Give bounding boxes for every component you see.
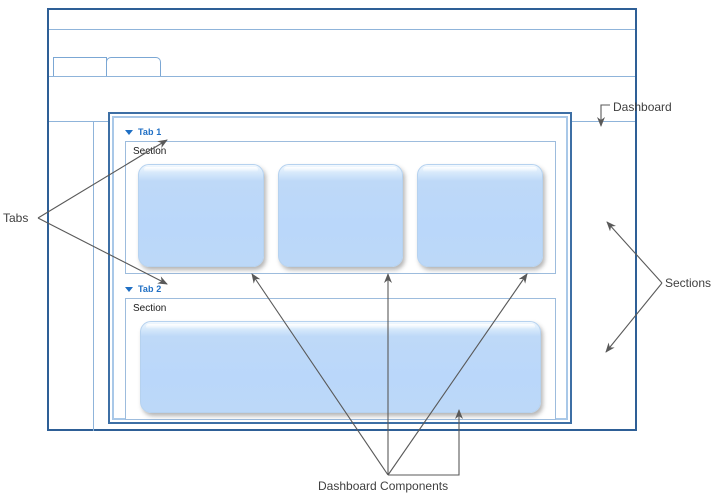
dashboard-tab-1[interactable]: Tab 1 bbox=[120, 124, 560, 140]
dashboard-tab-2[interactable]: Tab 2 bbox=[120, 281, 560, 297]
dashboard-component[interactable] bbox=[417, 164, 544, 267]
tab-strip-divider bbox=[49, 76, 635, 77]
dashboard-container: Tab 1 Section Tab 2 Se bbox=[108, 112, 572, 424]
dashboard-tab-1-label: Tab 1 bbox=[138, 127, 162, 137]
triangle-down-icon bbox=[125, 286, 133, 292]
title-bar-divider bbox=[49, 29, 635, 30]
section-1-label: Section bbox=[133, 146, 167, 157]
annotation-sections-label: Sections bbox=[665, 276, 712, 290]
triangle-down-icon bbox=[125, 129, 133, 135]
dashboard-component[interactable] bbox=[140, 321, 541, 413]
section-2-component-row bbox=[126, 321, 555, 413]
dashboard-tab-2-label: Tab 2 bbox=[138, 284, 162, 294]
left-panel-divider bbox=[93, 121, 94, 431]
annotation-components-label: Dashboard Components bbox=[318, 479, 449, 493]
dashboard-inner-frame: Tab 1 Section Tab 2 Se bbox=[112, 116, 568, 420]
dashboard-tab-pane-2: Tab 2 Section bbox=[120, 281, 560, 420]
dashboard-tab-pane-1: Tab 1 Section bbox=[120, 124, 560, 274]
section-2-label: Section bbox=[133, 303, 167, 314]
section-1: Section bbox=[125, 141, 556, 274]
window-tab-1[interactable] bbox=[53, 57, 107, 76]
section-2: Section bbox=[125, 298, 556, 420]
annotation-dashboard-label: Dashboard bbox=[613, 100, 672, 114]
window-tab-2[interactable] bbox=[106, 57, 161, 76]
dashboard-component[interactable] bbox=[138, 164, 264, 267]
dashboard-component[interactable] bbox=[277, 164, 404, 267]
section-1-component-row bbox=[126, 164, 555, 267]
annotation-tabs-label: Tabs bbox=[3, 211, 29, 225]
